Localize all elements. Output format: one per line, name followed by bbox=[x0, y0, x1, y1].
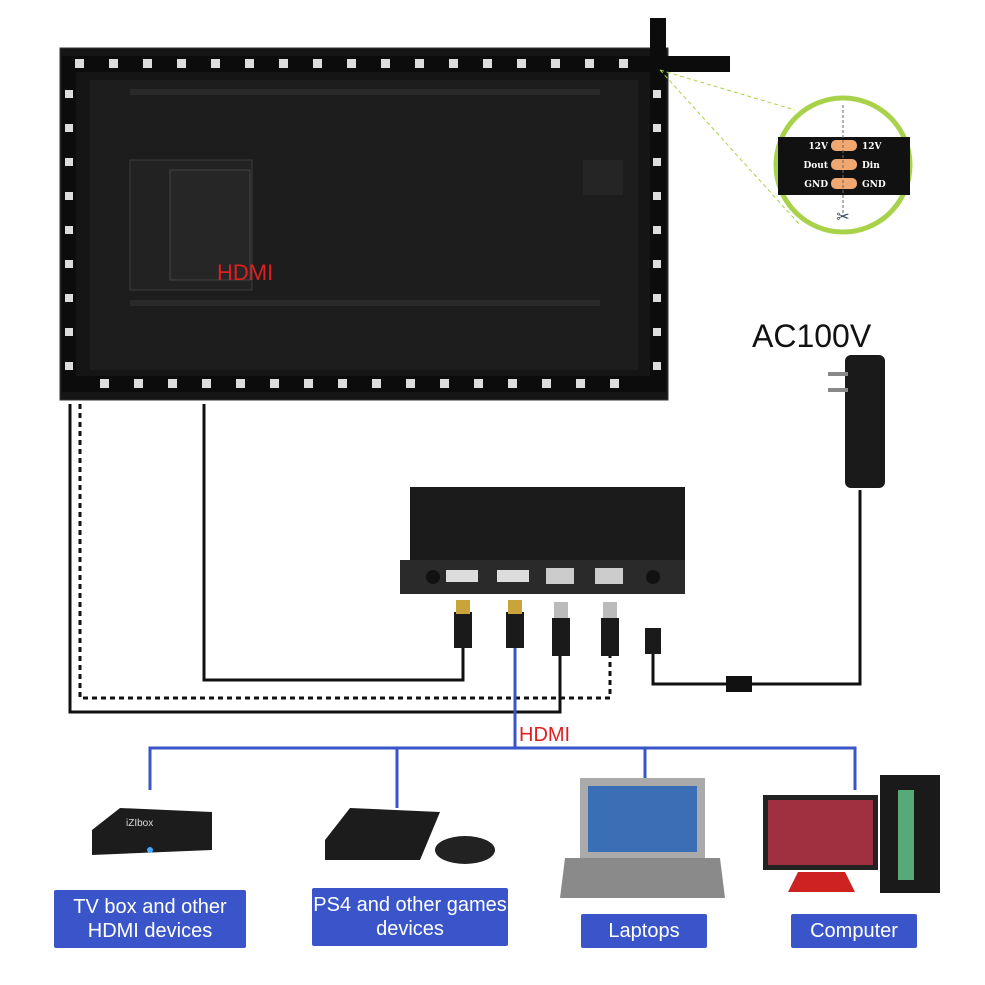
tv-box-brand: iZIbox bbox=[126, 818, 154, 829]
led-chip bbox=[100, 379, 109, 388]
led-chip bbox=[62, 56, 76, 392]
led-chip bbox=[245, 59, 254, 68]
led-chip bbox=[211, 59, 220, 68]
led-chip bbox=[610, 379, 619, 388]
tv-back bbox=[59, 47, 669, 401]
pin-labels-left: 12V Dout GND bbox=[790, 138, 828, 195]
power-adapter bbox=[828, 355, 885, 488]
sync-box bbox=[400, 487, 685, 594]
led-chip bbox=[236, 379, 245, 388]
device-label-laptops: Laptops bbox=[581, 914, 707, 948]
led-chip bbox=[65, 294, 73, 302]
led-chip bbox=[449, 59, 458, 68]
power-voltage-label: AC100V bbox=[752, 318, 872, 354]
led-chip bbox=[65, 158, 73, 166]
led-chip bbox=[65, 226, 73, 234]
led-chip bbox=[347, 59, 356, 68]
pin-12v-right: 12V bbox=[862, 142, 882, 152]
led-chip bbox=[177, 59, 186, 68]
usb-port-1 bbox=[546, 568, 574, 584]
led-chip bbox=[474, 379, 483, 388]
pin-12v-left: 12V bbox=[808, 142, 828, 152]
led-chip bbox=[134, 379, 143, 388]
led-chip bbox=[653, 226, 661, 234]
hdmi-out-port bbox=[446, 570, 478, 582]
tv-box-device bbox=[92, 808, 212, 855]
hdmi-in-port bbox=[497, 570, 529, 582]
led-chip bbox=[653, 328, 661, 336]
led-chip bbox=[542, 379, 551, 388]
led-chip bbox=[270, 379, 279, 388]
led-chip bbox=[653, 260, 661, 268]
usb-port-2 bbox=[595, 568, 623, 584]
led-chip bbox=[653, 294, 661, 302]
pin-din: Din bbox=[862, 161, 880, 171]
cables bbox=[68, 404, 862, 714]
device-label-computer: Computer bbox=[791, 914, 917, 948]
led-chip bbox=[585, 59, 594, 68]
led-chip bbox=[508, 379, 517, 388]
pin-gnd-left: GND bbox=[804, 180, 828, 190]
device-label-ps4: PS4 and other games devices bbox=[312, 888, 508, 946]
strip-connector-callout: ✂ bbox=[659, 69, 913, 235]
led-chip bbox=[653, 362, 661, 370]
led-chip bbox=[65, 362, 73, 370]
led-chip bbox=[109, 59, 118, 68]
led-chip bbox=[65, 260, 73, 268]
tv-hdmi-label: HDMI bbox=[217, 260, 274, 285]
led-chip bbox=[483, 59, 492, 68]
device-label-tv-box: TV box and other HDMI devices bbox=[54, 890, 246, 948]
led-chip bbox=[381, 59, 390, 68]
led-chip bbox=[279, 59, 288, 68]
power-cable-ferrite bbox=[726, 676, 752, 692]
computer-device bbox=[763, 775, 940, 893]
led-chip bbox=[65, 192, 73, 200]
led-chip bbox=[372, 379, 381, 388]
led-chip bbox=[65, 124, 73, 132]
led-chip bbox=[517, 59, 526, 68]
led-chip bbox=[313, 59, 322, 68]
connector-plugs bbox=[454, 600, 661, 656]
led-chip bbox=[62, 56, 730, 72]
led-chip bbox=[653, 158, 661, 166]
led-chip bbox=[62, 376, 666, 392]
button-port bbox=[426, 570, 440, 584]
scissors-icon: ✂ bbox=[836, 209, 849, 226]
hub-hdmi-label: HDMI bbox=[519, 724, 571, 746]
led-chip bbox=[440, 379, 449, 388]
ps4-device bbox=[325, 808, 495, 864]
led-chip bbox=[65, 328, 73, 336]
led-chip bbox=[406, 379, 415, 388]
laptop-device bbox=[560, 778, 725, 898]
led-strip bbox=[62, 18, 730, 392]
pin-labels-right: 12V Din GND bbox=[862, 138, 886, 195]
power-port bbox=[646, 570, 660, 584]
pin-dout: Dout bbox=[803, 161, 828, 171]
led-chip bbox=[415, 59, 424, 68]
led-chip bbox=[653, 124, 661, 132]
led-chip bbox=[576, 379, 585, 388]
led-chip bbox=[338, 379, 347, 388]
led-chip bbox=[75, 59, 84, 68]
pin-gnd-right: GND bbox=[862, 180, 886, 190]
led-chip bbox=[653, 90, 661, 98]
led-chip bbox=[168, 379, 177, 388]
led-chip bbox=[304, 379, 313, 388]
hdmi-distribution-lines bbox=[148, 648, 857, 808]
led-chip bbox=[202, 379, 211, 388]
led-chip bbox=[551, 59, 560, 68]
led-chip bbox=[619, 59, 628, 68]
led-chip bbox=[65, 90, 73, 98]
led-chip bbox=[653, 192, 661, 200]
led-chip bbox=[143, 59, 152, 68]
